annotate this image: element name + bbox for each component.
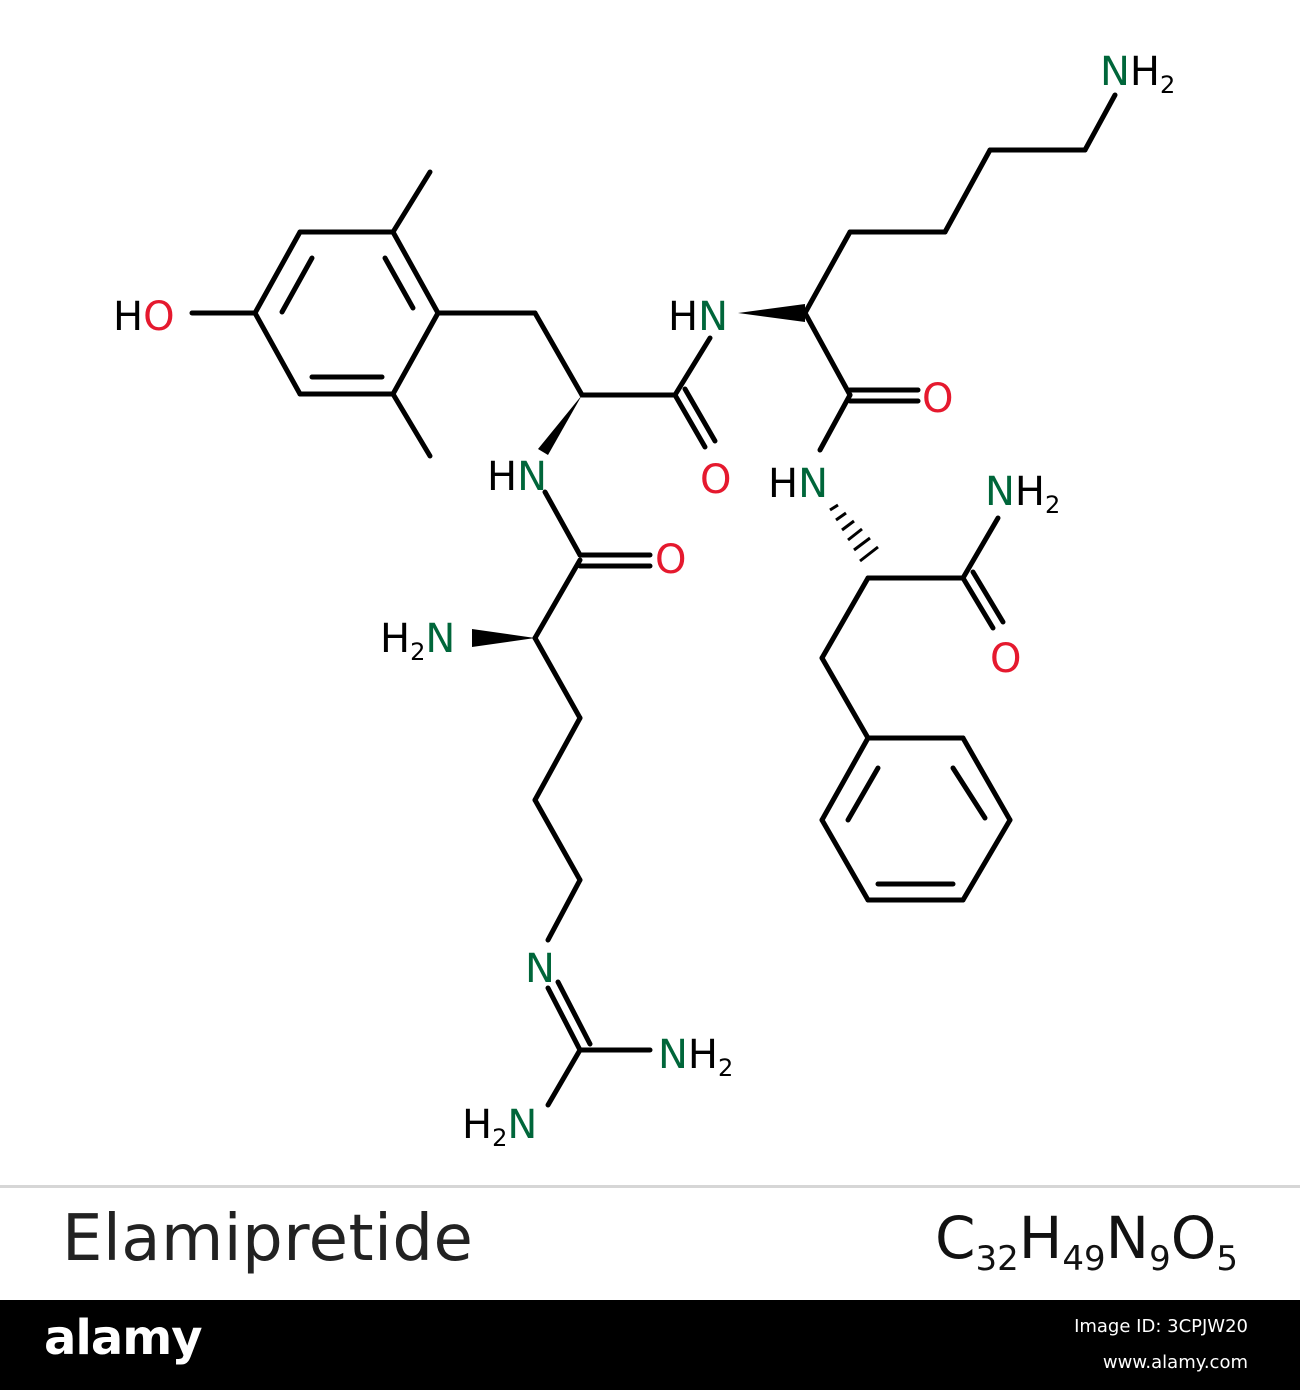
amide-nh2-label: NH2 — [985, 469, 1060, 519]
hashed-wedge — [829, 503, 879, 563]
divider — [0, 1185, 1300, 1188]
arg-carbonyl-oxygen: O — [655, 537, 686, 583]
amide-oxygen: O — [990, 636, 1021, 682]
structure-diagram: HO HN O O H2N N NH2 H2N HN O NH2 HN NH2 … — [113, 49, 1175, 1152]
tyr-carbonyl-oxygen: O — [700, 457, 731, 503]
molecular-formula: C32H49N9O5 — [935, 1204, 1238, 1279]
site-url: www.alamy.com — [1102, 1352, 1248, 1373]
guanidine-nh2-left: H2N — [462, 1102, 537, 1152]
molecule-name: Elamipretide — [62, 1202, 474, 1276]
watermark-footer: alamy Image ID: 3CPJW20 www.alamy.com — [0, 1300, 1300, 1390]
arg-amine-label: H2N — [380, 616, 455, 666]
guanidine-n-label: N — [525, 946, 555, 992]
brand-logo: alamy — [44, 1310, 203, 1366]
lys-carbonyl-oxygen: O — [922, 376, 953, 422]
image-id: Image ID: 3CPJW20 — [1074, 1316, 1248, 1337]
lys-terminal-nh2: NH2 — [1100, 49, 1175, 99]
hydroxyl-label: HO — [113, 294, 175, 340]
guanidine-nh2-right: NH2 — [658, 1032, 733, 1082]
atom-labels: HO HN O O H2N N NH2 H2N HN O NH2 HN NH2 … — [113, 49, 1175, 1152]
phe-nh-label: HN — [768, 461, 828, 507]
lys-nh-label: HN — [668, 294, 728, 340]
bond-skeleton — [189, 92, 1118, 1108]
tyr-nh-label: HN — [487, 454, 547, 500]
